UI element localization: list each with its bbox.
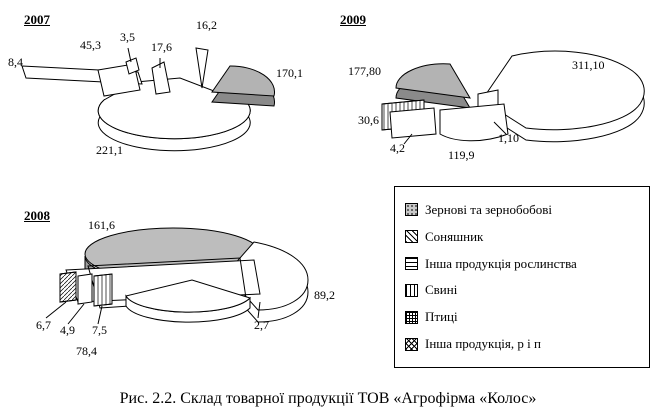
grains-swatch-icon: [405, 203, 418, 217]
value-label: 4,2: [390, 141, 405, 155]
value-label: 119,9: [448, 148, 475, 162]
legend-item-other-production: Інша продукція, р і п: [405, 336, 649, 352]
value-label: 161,6: [88, 218, 115, 232]
pie-2009-graphic: [330, 8, 656, 178]
poultry-swatch-icon: [405, 310, 418, 324]
legend-item-label: Зернові та зернобобові: [425, 201, 552, 217]
sunflower-swatch-icon: [405, 230, 418, 244]
value-label: 3,5: [120, 30, 135, 44]
figure-caption: Рис. 2.2. Склад товарної продукції ТОВ «…: [119, 390, 537, 407]
legend-item-poultry: Птиці: [405, 309, 649, 325]
pigs-swatch-icon: [405, 283, 418, 297]
pie-2007-graphic: [8, 8, 328, 178]
value-label: 16,2: [196, 18, 217, 32]
other-production-swatch-icon: [405, 337, 418, 351]
value-label: 45,3: [80, 38, 101, 52]
value-label: 2,7: [254, 318, 269, 332]
legend-item-sunflower: Соняшник: [405, 229, 649, 245]
pie-2008-graphic: [8, 196, 340, 368]
value-label: 6,7: [36, 318, 51, 332]
legend-item-label: Соняшник: [425, 228, 484, 244]
legend-item-other-crop: Інша продукція рослинства: [405, 256, 649, 272]
value-label: 1,10: [498, 131, 519, 145]
value-label: 311,10: [572, 58, 605, 72]
chart-year-2007: 2007: [24, 12, 50, 27]
value-label: 4,9: [60, 323, 75, 337]
value-label: 89,2: [314, 288, 335, 302]
value-label: 177,80: [348, 64, 381, 78]
legend-item-pigs: Свині: [405, 282, 649, 298]
value-label: 170,1: [276, 66, 303, 80]
value-label: 8,4: [8, 55, 23, 69]
value-label: 7,5: [92, 323, 107, 337]
value-label: 221,1: [96, 143, 123, 157]
value-label: 78,4: [76, 344, 97, 358]
chart-legend: Зернові та зернобобові Соняшник Інша про…: [394, 186, 650, 368]
legend-item-label: Інша продукція рослинства: [425, 255, 577, 271]
other-crop-swatch-icon: [405, 257, 418, 271]
pie-chart-2007: 2007 8,4 45,3 3,5 17,6 16,2 170,1 22: [8, 8, 328, 178]
legend-item-label: Птиці: [425, 309, 458, 325]
legend-item-label: Свині: [425, 282, 458, 298]
chart-year-2008: 2008: [24, 208, 50, 223]
legend-item-label: Інша продукція, р і п: [425, 336, 541, 352]
chart-year-2009: 2009: [340, 12, 366, 27]
value-label: 17,6: [151, 40, 172, 54]
pie-chart-2009: 2009 177,80 30,6 4,2 119,9 1,10 311,10: [330, 8, 656, 178]
value-label: 30,6: [358, 113, 379, 127]
legend-item-grains: Зернові та зернобобові: [405, 202, 649, 218]
pie-chart-2008: 2008 161,6 6,7 4,: [8, 196, 340, 368]
